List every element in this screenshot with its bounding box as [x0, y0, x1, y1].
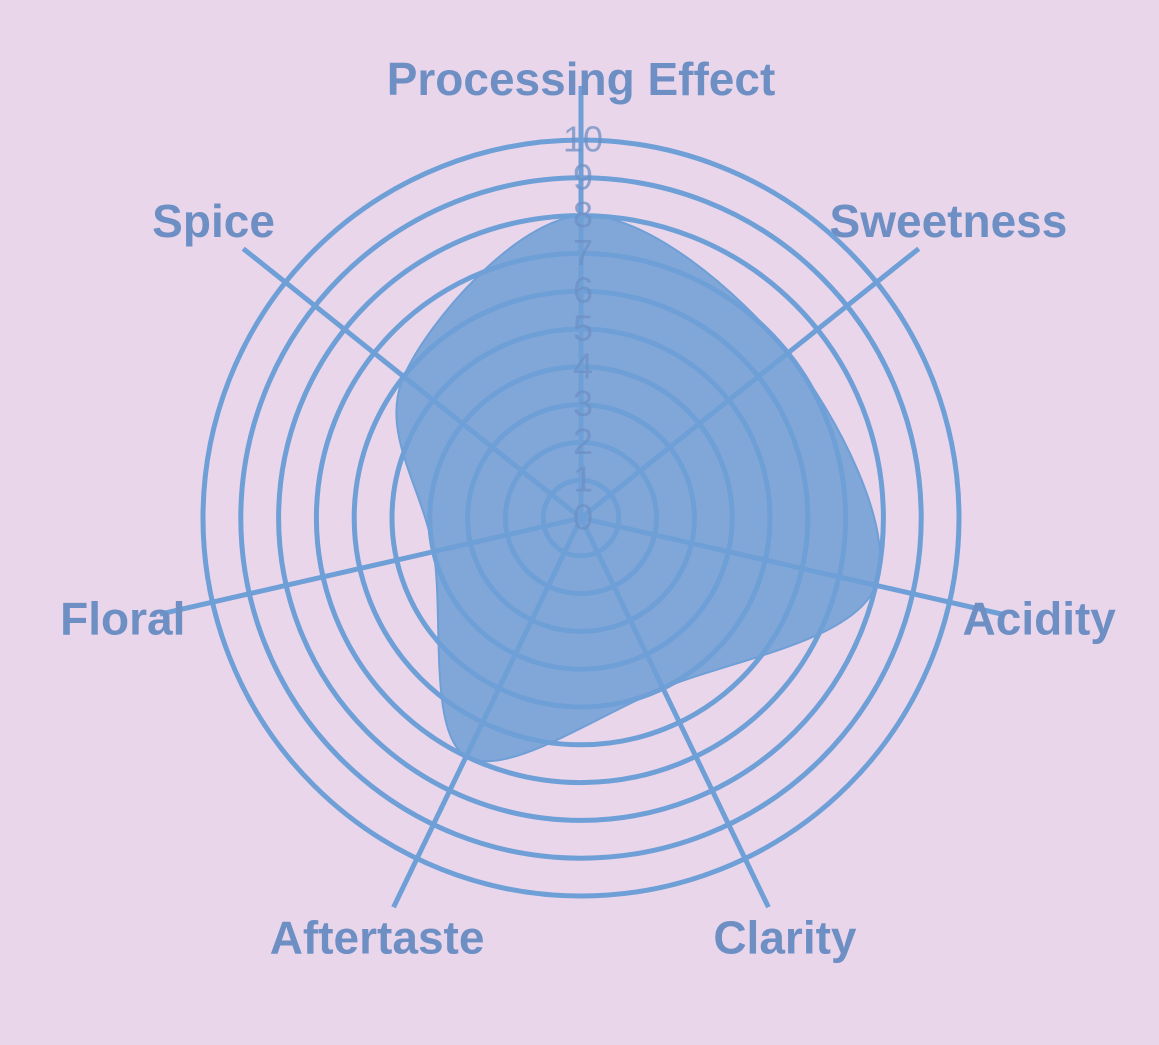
radar-area-layer	[395, 214, 881, 763]
data-point-4	[465, 755, 467, 757]
radial-tick-label: 6	[573, 270, 593, 311]
radial-tick-label: 5	[573, 308, 593, 349]
radial-tick-label: 10	[563, 119, 603, 160]
data-point-3	[662, 687, 664, 689]
data-point-2	[875, 584, 877, 586]
data-point-6	[403, 376, 405, 378]
axis-label: Aftertaste	[270, 912, 485, 964]
data-point-1	[787, 352, 789, 354]
radial-tick-label: 3	[573, 383, 593, 424]
axis-label: Acidity	[963, 593, 1117, 645]
radial-tick-label: 1	[573, 459, 593, 500]
data-point-5	[433, 551, 435, 553]
series-area-0	[395, 214, 881, 763]
axis-label: Clarity	[713, 912, 857, 964]
axis-labels: Processing EffectSweetnessAcidityClarity…	[60, 53, 1116, 963]
radial-tick-label: 2	[573, 421, 593, 462]
axis-label: Processing Effect	[387, 53, 776, 105]
axis-label: Floral	[60, 593, 185, 645]
radial-tick-label: 8	[573, 194, 593, 235]
radial-tick-label: 9	[573, 156, 593, 197]
radial-tick-label: 0	[573, 497, 593, 538]
radial-tick-label: 7	[573, 232, 593, 273]
axis-label: Spice	[152, 195, 275, 247]
radial-tick-label: 4	[573, 345, 593, 386]
axis-label: Sweetness	[830, 195, 1068, 247]
